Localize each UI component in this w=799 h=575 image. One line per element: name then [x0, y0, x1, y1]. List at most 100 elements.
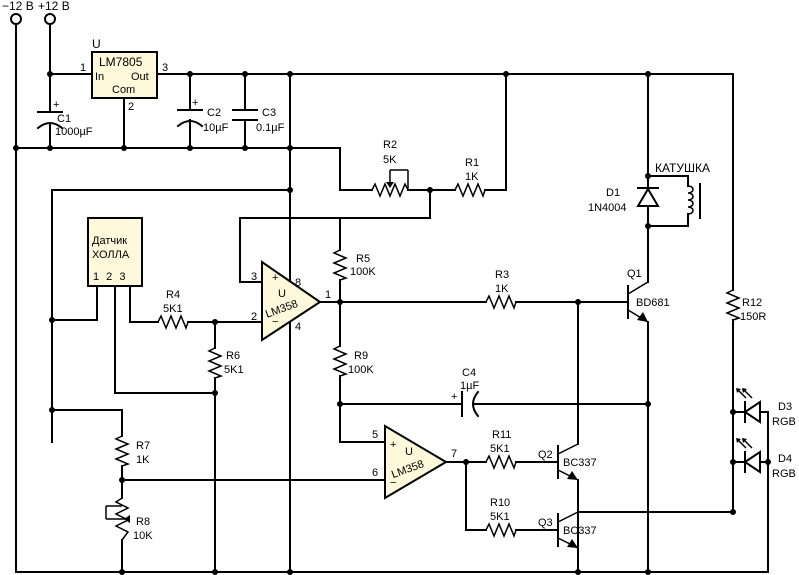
capacitor-c4: + C4 1µF — [451, 367, 479, 418]
r4-value: 5K1 — [163, 303, 183, 315]
coil-label: КАТУШКА — [655, 161, 710, 175]
c4-ref: C4 — [462, 367, 476, 379]
r1-value: 1K — [465, 171, 479, 183]
c3-value: 0.1µF — [256, 122, 285, 134]
q2-value: BC337 — [563, 457, 597, 469]
transistor-q2: Q2 BC337 — [538, 443, 597, 481]
r8-value: 10K — [133, 530, 153, 542]
c4-value: 1µF — [460, 380, 479, 392]
regulator-lm7805: U LM7805 In Out Com 1 3 2 — [80, 37, 168, 113]
r7-ref: R7 — [136, 440, 150, 452]
r7-value: 1K — [136, 454, 150, 466]
opamp2-pin-minus: 6 — [372, 467, 378, 479]
wires — [15, 73, 769, 573]
d1-value: 1N4004 — [588, 202, 627, 214]
r2-value: 5K — [383, 154, 397, 166]
c3-ref: C3 — [262, 107, 276, 119]
opamp1-pin-out: 1 — [325, 289, 331, 301]
resistor-r2-pot: R2 5K — [371, 139, 431, 198]
opamp2-ref: U — [405, 446, 413, 458]
regulator-out-label: Out — [131, 71, 149, 83]
opamp2-minus: − — [390, 477, 396, 489]
r6-ref: R6 — [226, 350, 240, 362]
opamp1-pin-gnd: 4 — [295, 321, 301, 333]
resistor-r4: R4 5K1 — [157, 289, 189, 331]
r12-ref: R12 — [742, 297, 762, 309]
c2-ref: C2 — [207, 107, 221, 119]
r10-value: 5K1 — [490, 511, 510, 523]
hall-pins: 1 2 3 — [93, 271, 125, 283]
opamp1-pin-plus: 3 — [251, 271, 257, 283]
resistor-r6: R6 5K1 — [207, 347, 244, 379]
regulator-com-label: Com — [112, 84, 135, 96]
r6-value: 5K1 — [224, 364, 244, 376]
junctions — [13, 71, 771, 575]
hall-label-line1: Датчик — [92, 235, 127, 247]
regulator-in-label: In — [95, 71, 104, 83]
c2-value: 10µF — [203, 122, 229, 134]
q3-value: BC337 — [563, 525, 597, 537]
transistor-q3: Q3 BC337 — [538, 511, 597, 549]
hall-label-line2: ХОЛЛА — [92, 249, 130, 261]
r10-ref: R10 — [490, 497, 510, 509]
opamp1-pin-vcc: 8 — [295, 277, 301, 289]
c1-ref: C1 — [57, 113, 71, 125]
led-d3: D3 RGB — [736, 388, 796, 428]
r4-ref: R4 — [166, 289, 180, 301]
resistor-r10: R10 5K1 — [485, 497, 517, 539]
r11-ref: R11 — [492, 429, 511, 441]
regulator-pin-out: 3 — [162, 62, 168, 74]
c2-polarity: + — [192, 97, 198, 109]
r9-value: 100K — [348, 364, 374, 376]
resistor-r3: R3 1K — [485, 269, 517, 311]
c1-value: 1000µF — [55, 126, 93, 138]
supply-pos-label: +12 В — [38, 0, 70, 13]
opamp1-plus: + — [272, 272, 278, 284]
r5-value: 100K — [350, 266, 376, 278]
opamp2-pin-plus: 5 — [372, 429, 378, 441]
opamp2-pin-out: 7 — [451, 448, 457, 460]
capacitor-c1: + C1 1000µF — [36, 99, 93, 138]
opamp2-plus: + — [390, 439, 396, 451]
hall-sensor: Датчик ХОЛЛА 1 2 3 — [87, 217, 143, 287]
regulator-pin-in: 1 — [80, 62, 86, 74]
r3-ref: R3 — [495, 269, 509, 281]
led-d4: D4 RGB — [736, 438, 796, 480]
resistor-r8-pot: R8 10K — [105, 497, 153, 542]
diode-d1: D1 1N4004 — [588, 175, 660, 215]
r9-ref: R9 — [354, 350, 368, 362]
d3-value: RGB — [772, 416, 796, 428]
r2-ref: R2 — [383, 139, 397, 151]
d4-value: RGB — [772, 468, 796, 480]
r5-ref: R5 — [356, 253, 370, 265]
transistor-q1: Q1 BD681 — [627, 268, 670, 323]
opamp1-pin-minus: 2 — [251, 311, 257, 323]
supply-neg-terminal: −12 В — [2, 0, 34, 573]
d1-ref: D1 — [606, 187, 620, 199]
coil: КАТУШКА — [655, 161, 710, 219]
regulator-pin-com: 2 — [128, 101, 134, 113]
regulator-part: LM7805 — [99, 55, 143, 69]
resistor-r12: R12 150R — [725, 289, 766, 323]
r1-ref: R1 — [465, 157, 479, 169]
capacitor-c2: + C2 10µF — [176, 97, 229, 134]
opamp-u2: + − U LM358 5 6 7 — [372, 424, 457, 500]
resistor-r7: R7 1K — [114, 435, 150, 467]
r3-value: 1K — [495, 283, 509, 295]
supply-pos-terminal: +12 В — [38, 0, 70, 75]
resistor-r5: R5 100K — [332, 249, 376, 281]
supply-neg-label: −12 В — [2, 0, 34, 13]
d3-ref: D3 — [778, 401, 792, 413]
resistor-r1: R1 1K — [454, 157, 486, 199]
opamp1-minus: − — [272, 316, 278, 328]
q1-ref: Q1 — [627, 268, 642, 280]
q1-value: BD681 — [636, 297, 670, 309]
regulator-ref: U — [92, 37, 101, 51]
q3-ref: Q3 — [538, 517, 553, 529]
c1-polarity: + — [53, 99, 59, 111]
c4-polarity: + — [451, 391, 457, 403]
r11-value: 5K1 — [490, 443, 510, 455]
capacitor-c3: C3 0.1µF — [232, 107, 285, 134]
opamp1-ref: U — [278, 288, 286, 300]
